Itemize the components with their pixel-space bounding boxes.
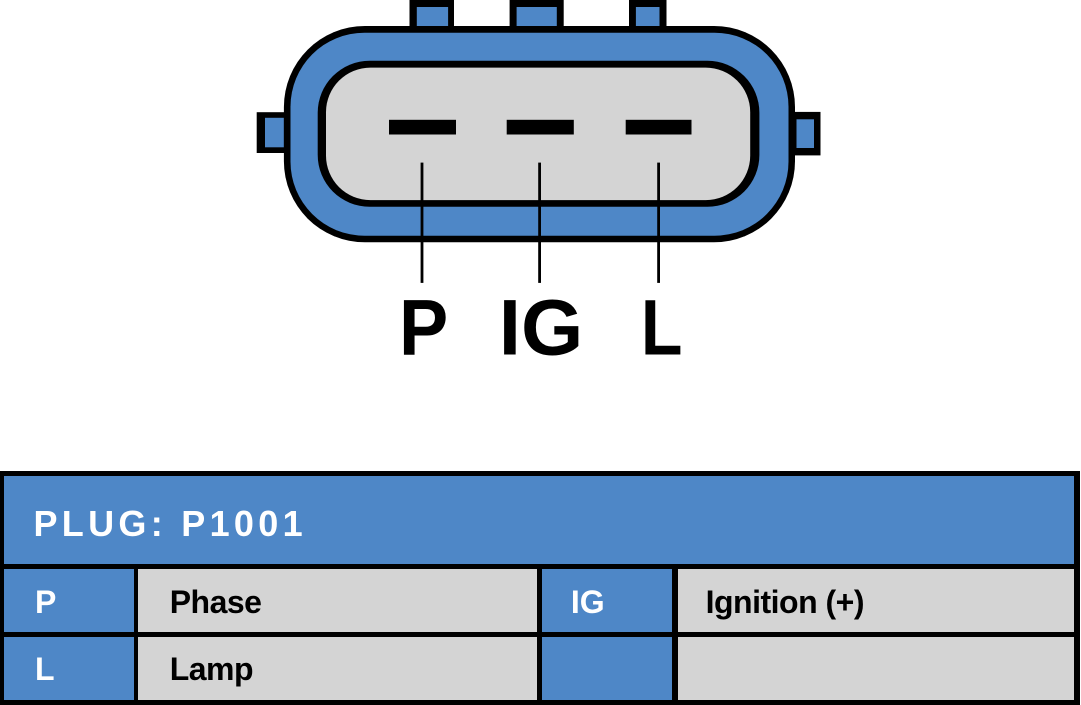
svg-text:L: L bbox=[641, 283, 683, 372]
svg-text:P: P bbox=[399, 283, 448, 372]
svg-text:IG: IG bbox=[499, 283, 584, 372]
